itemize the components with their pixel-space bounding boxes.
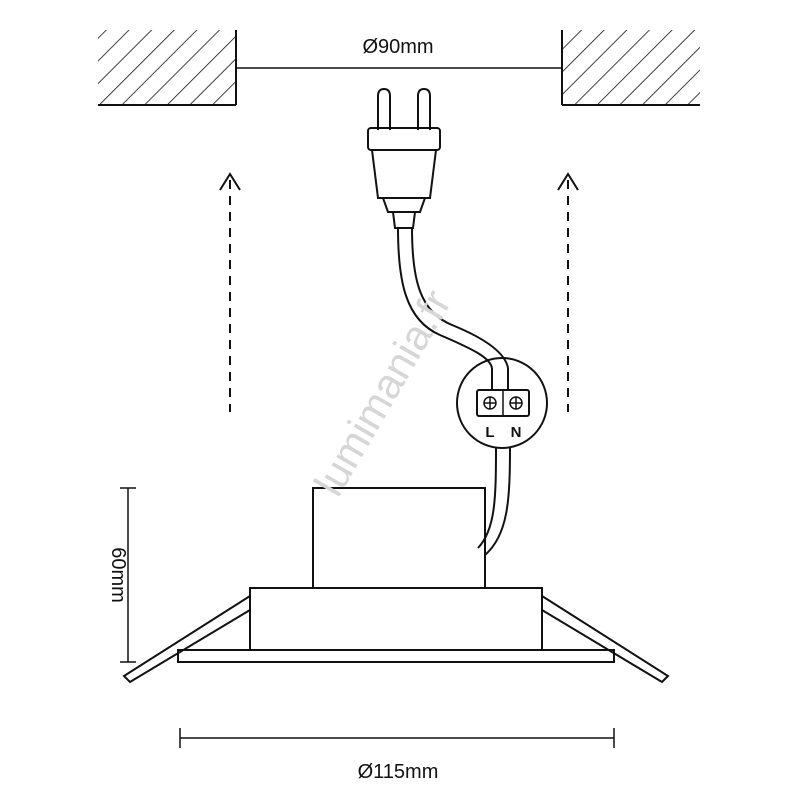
terminal-neutral-label: N xyxy=(511,424,522,441)
arrow-up-right-icon xyxy=(557,172,579,412)
terminal-block: L N xyxy=(456,357,548,449)
cable-upper xyxy=(397,227,493,369)
screw-icon xyxy=(483,396,497,410)
screw-icon xyxy=(509,396,523,410)
driver-box xyxy=(312,487,486,589)
ceiling-right xyxy=(561,30,700,106)
fixture xyxy=(122,587,670,684)
outer-diameter-label: Ø115mm xyxy=(358,761,439,783)
arrow-up-left-icon xyxy=(219,172,241,412)
outer-diameter-dimension xyxy=(179,728,615,748)
plug-icon xyxy=(367,87,441,229)
height-dimension xyxy=(120,487,136,663)
cable-lower xyxy=(477,447,497,549)
hole-diameter-label: Ø90mm xyxy=(362,36,433,58)
watermark: lumimania.fr xyxy=(305,282,460,504)
height-label: 60mm xyxy=(107,547,129,603)
ceiling-left xyxy=(98,30,237,106)
cable-upper-2 xyxy=(411,227,509,369)
cable-lower-2 xyxy=(484,446,511,556)
terminal-live-label: L xyxy=(485,424,494,441)
